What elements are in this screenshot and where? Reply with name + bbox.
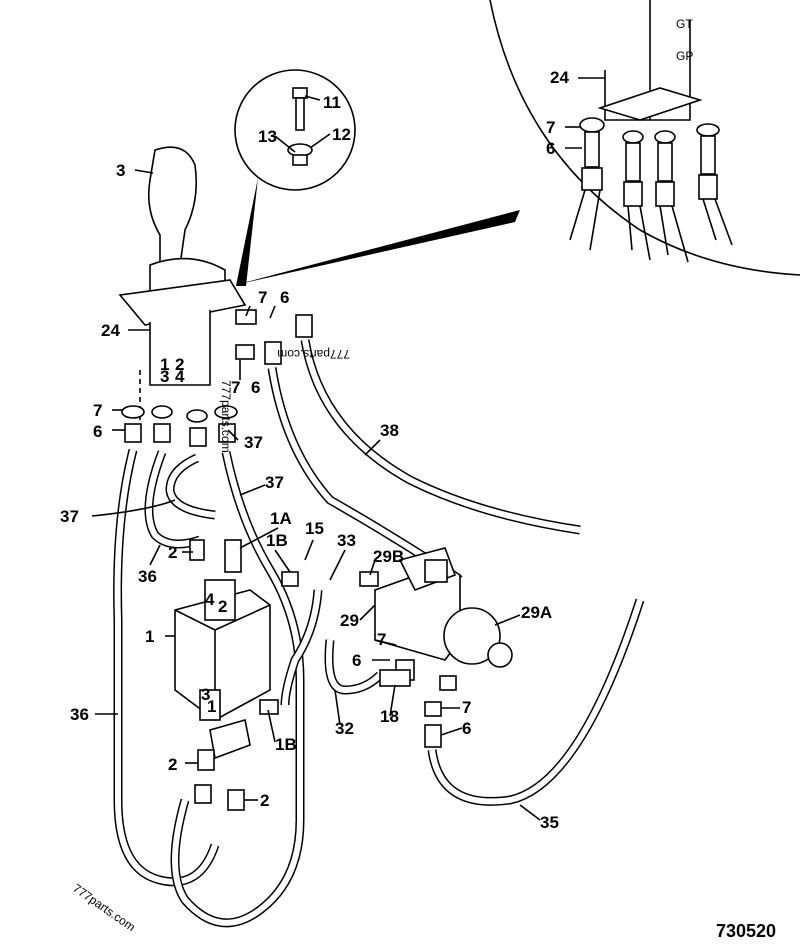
port-mark-2b: 2: [218, 597, 227, 616]
callout-29A: 29A: [521, 603, 552, 622]
port-mark-1b: 1: [207, 697, 216, 716]
callout-15: 15: [305, 519, 324, 538]
callout-36-long: 36: [70, 705, 89, 724]
detail-mark-gp: GP: [676, 49, 693, 63]
callout-38: 38: [380, 421, 399, 440]
callout-1: 1: [145, 627, 154, 646]
port-mark-4: 4: [175, 367, 185, 386]
callout-6-mid: 6: [251, 378, 260, 397]
callout-13: 13: [258, 127, 277, 146]
callout-29: 29: [340, 611, 359, 630]
callout-7-detail: 7: [546, 118, 555, 137]
leader-lines: [91, 77, 605, 821]
callout-7-mid: 7: [231, 378, 240, 397]
callout-6-detail: 6: [546, 139, 555, 158]
diverter-valve-block: 4 2 3 1: [174, 539, 299, 811]
callout-24: 24: [101, 321, 120, 340]
callout-37-b: 37: [60, 507, 79, 526]
callout-1B-bottom: 1B: [275, 735, 297, 754]
callout-2-bottom: 2: [260, 791, 269, 810]
callout-labels: 3 24 24 11 12 13 7 6 7 6 7 6 7 6 37 37 3…: [60, 68, 569, 832]
callout-7-left: 7: [93, 401, 102, 420]
callout-11: 11: [323, 93, 341, 112]
callout-18: 18: [380, 707, 399, 726]
callout-3: 3: [116, 161, 125, 180]
solenoid-valve-assembly: [359, 547, 513, 748]
callout-6-solenoid: 6: [352, 651, 361, 670]
valve-mounting-plate: 1 2 3 4: [118, 279, 247, 440]
detail-fitting-c: [654, 130, 689, 263]
callout-33: 33: [337, 531, 356, 550]
detail-mark-gt: GT: [676, 17, 693, 31]
valve-fittings: [121, 309, 313, 447]
port-mark-1: 1: [160, 355, 169, 374]
port-mark-2: 2: [175, 355, 184, 374]
callout-29B: 29B: [373, 547, 404, 566]
callout-2-mid: 2: [168, 755, 177, 774]
callout-6-top: 6: [280, 288, 289, 307]
callout-36-short: 36: [138, 567, 157, 586]
callout-37-a: 37: [244, 433, 263, 452]
watermark-2: 777parts.com: [219, 380, 233, 453]
port-mark-3: 3: [160, 367, 169, 386]
callout-32: 32: [335, 719, 354, 738]
watermark-1: 777parts.com: [277, 347, 350, 361]
callout-7-lower: 7: [462, 698, 471, 717]
callout-35: 35: [540, 813, 559, 832]
callout-12: 12: [332, 125, 351, 144]
detail-fitting-d: [696, 123, 733, 246]
port-mark-4b: 4: [205, 590, 215, 609]
callout-1A: 1A: [270, 509, 292, 528]
detail-pointer-wedge: [235, 210, 520, 285]
callout-37-c: 37: [265, 473, 284, 492]
callout-6-left: 6: [93, 422, 102, 441]
detail-view-valve-ports: GT GP: [235, 0, 800, 285]
callout-7-top: 7: [258, 288, 267, 307]
callout-7-solenoid: 7: [377, 630, 386, 649]
watermark-3: 777parts.com: [70, 881, 138, 934]
bolt-detail-circle: [234, 69, 356, 286]
callout-2-top: 2: [168, 543, 177, 562]
callout-24-detail: 24: [550, 68, 569, 87]
detail-fitting-a: [569, 117, 605, 251]
callout-6-lower: 6: [462, 719, 471, 738]
drawing-reference-number: 730520: [716, 921, 776, 941]
detail-fitting-b: [622, 130, 651, 261]
port-mark-3b: 3: [201, 685, 210, 704]
callout-1B-top: 1B: [266, 531, 288, 550]
